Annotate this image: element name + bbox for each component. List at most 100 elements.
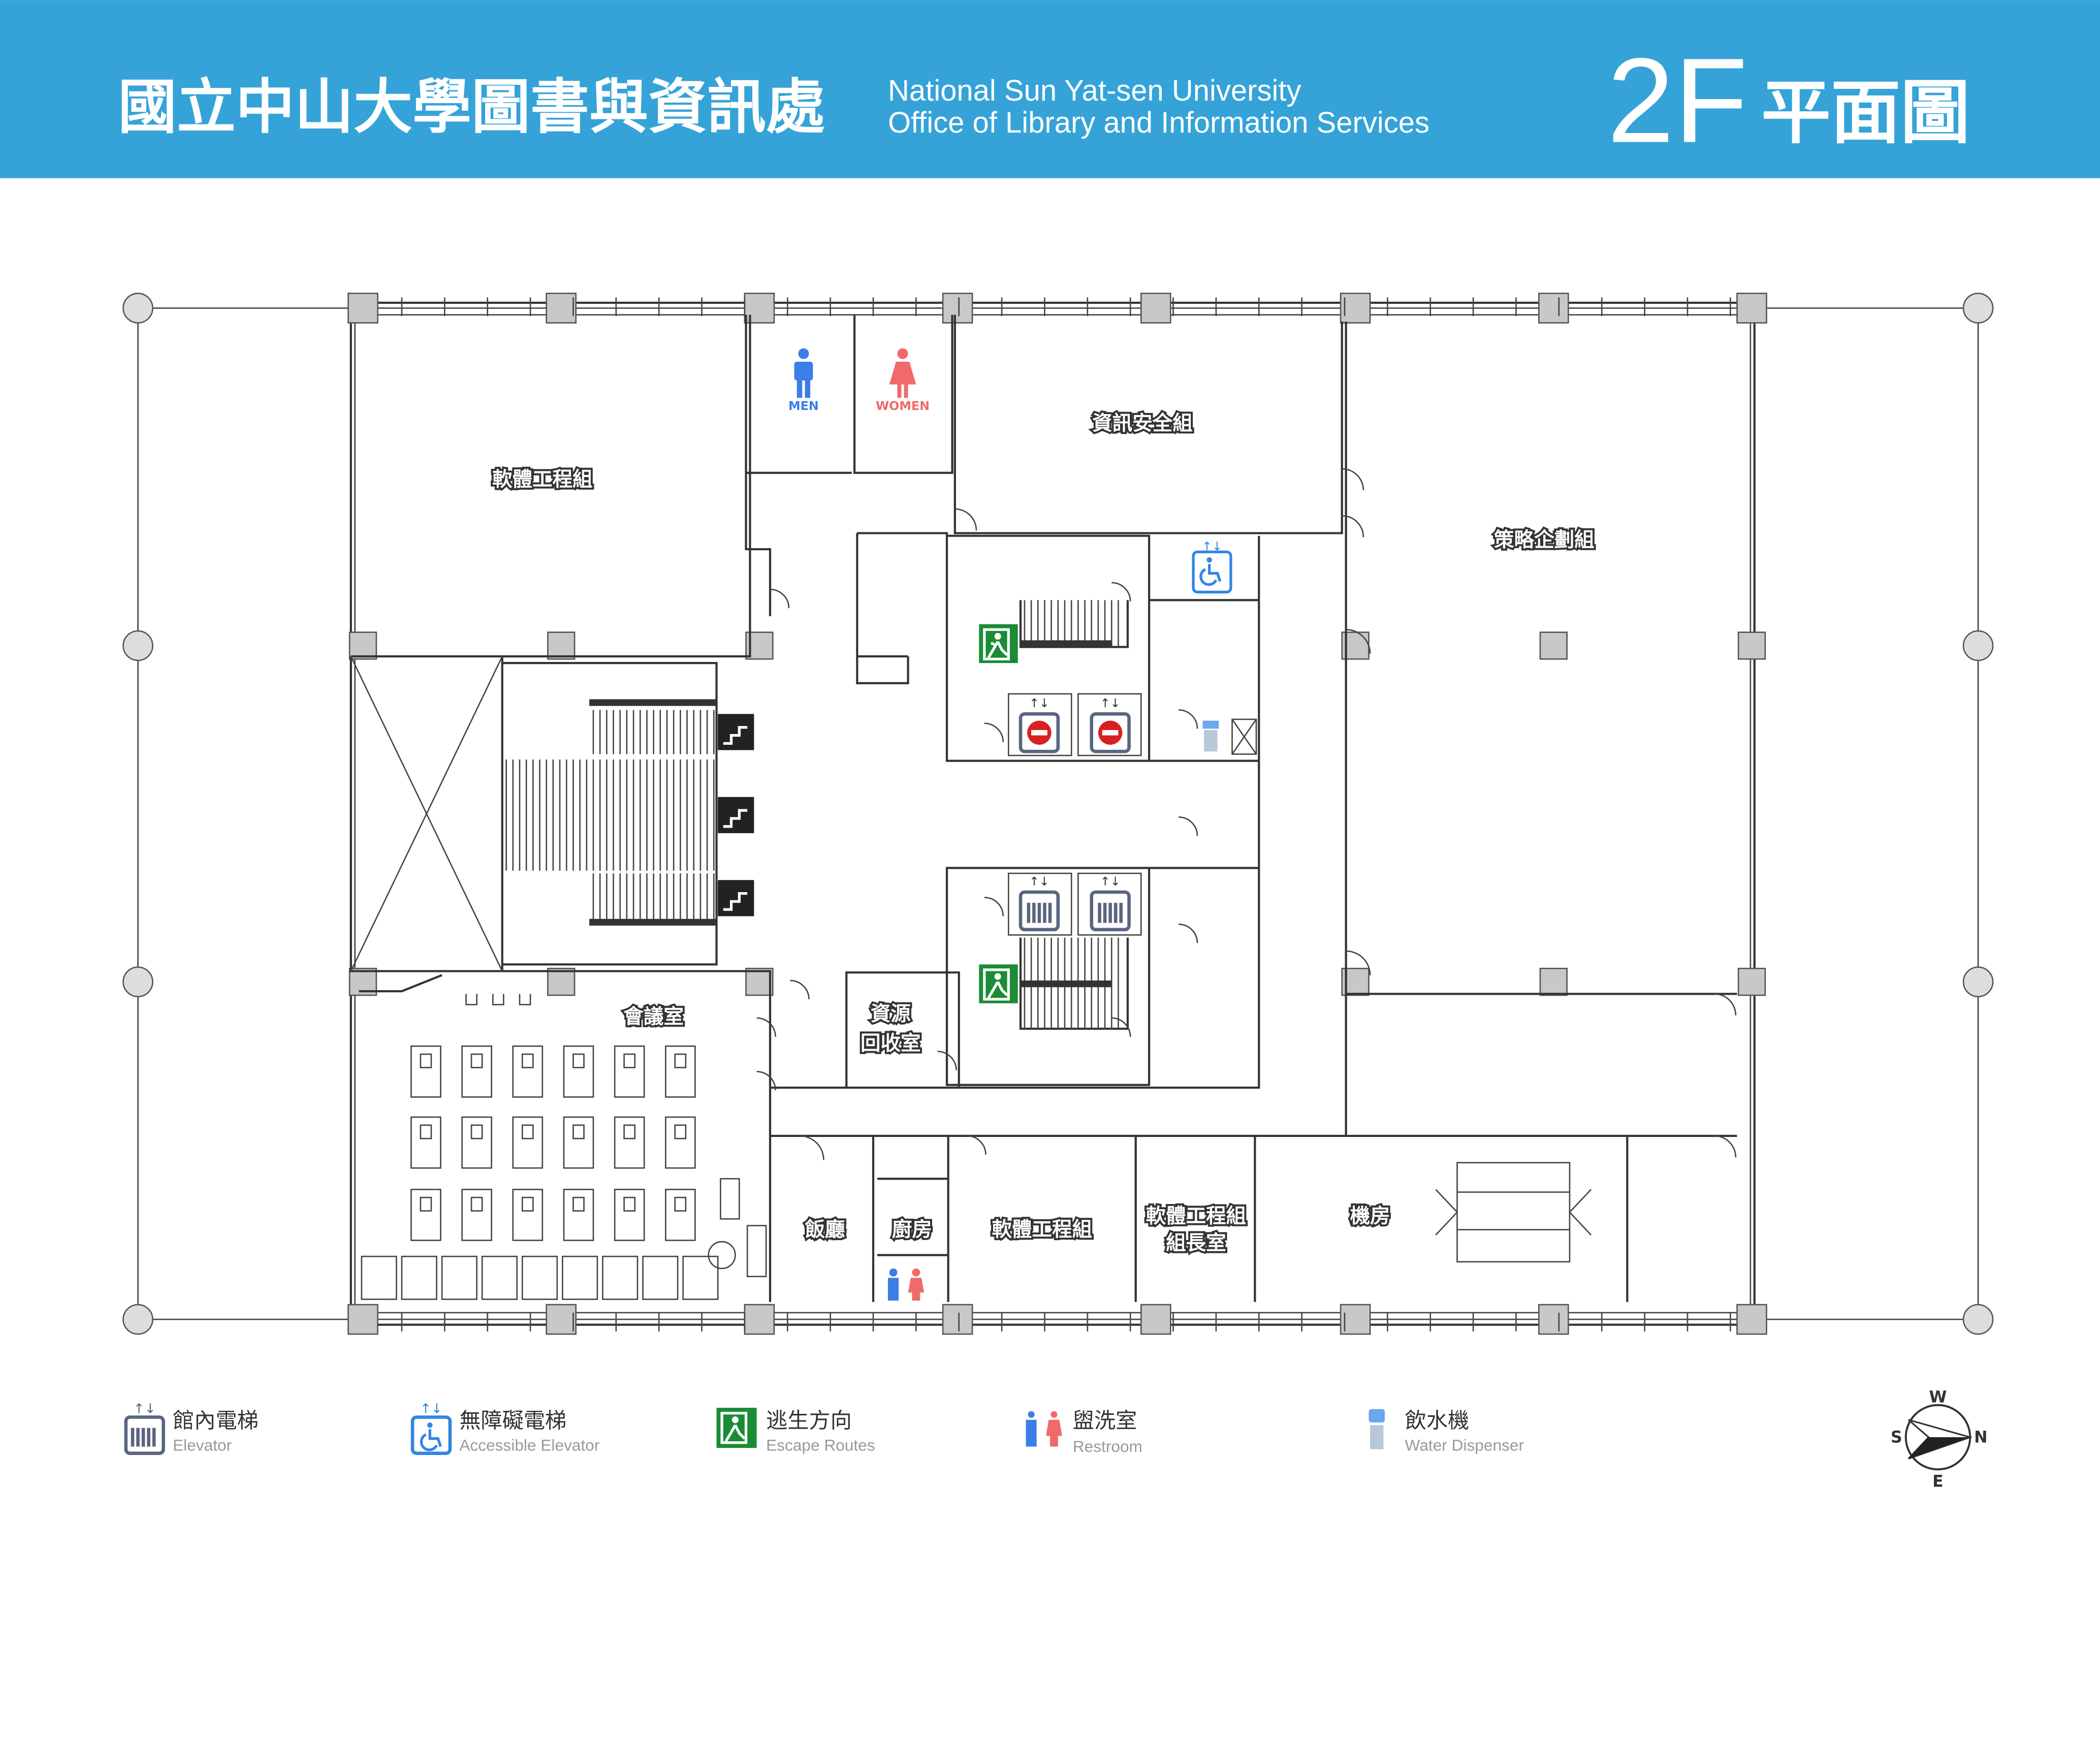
chair [674, 1053, 687, 1068]
chair [572, 1124, 585, 1140]
chair [420, 1124, 432, 1140]
column [745, 967, 774, 996]
desk [665, 1188, 696, 1241]
door-swing [756, 1017, 776, 1037]
compass: W S N E [1891, 1388, 1988, 1491]
door-swing [1111, 582, 1131, 602]
stairs-icon [718, 880, 754, 916]
column-round [122, 1304, 153, 1335]
column [1538, 293, 1569, 324]
door-swing [1714, 1135, 1737, 1158]
column [1737, 631, 1766, 660]
floor-plan-label: 平面圖 [1761, 73, 1970, 153]
chair [470, 1124, 483, 1140]
men-restroom-icon: MEN [788, 348, 819, 413]
room-kitchen: 廚房 [892, 1218, 932, 1242]
column [1140, 293, 1171, 324]
no-entry-bar [1031, 730, 1047, 736]
column-round [1962, 966, 1994, 997]
desk [461, 1116, 492, 1169]
legend-elevator: ↑↓ 館內電梯 Elevator [124, 1402, 259, 1455]
legend: ↑↓ 館內電梯 Elevator ↑↓ 無障礙電梯 Accessible Ele… [124, 1402, 1524, 1456]
restroom-icon [887, 1268, 925, 1301]
column [1539, 967, 1568, 996]
desk [410, 1116, 441, 1169]
room-software-engineering-2: 軟體工程組 [992, 1218, 1092, 1242]
desk [614, 1116, 645, 1169]
door-swing [1179, 816, 1198, 836]
round-table [708, 1241, 736, 1270]
svg-text:↑↓: ↑↓ [134, 1402, 156, 1417]
desk [563, 1116, 594, 1169]
column [547, 967, 576, 996]
column [546, 1304, 577, 1335]
compass-n: N [1974, 1429, 1987, 1447]
desk [512, 1116, 544, 1169]
room-walls [349, 314, 1737, 1302]
desk [642, 1255, 679, 1300]
chair [470, 1196, 483, 1212]
room-recycle-1: 資源 [871, 1002, 911, 1026]
door-swing [937, 1051, 957, 1070]
desk [665, 1116, 696, 1169]
legend-sublabel: Water Dispenser [1405, 1436, 1524, 1454]
desk [410, 1045, 441, 1098]
elevator-icon: ↑↓ [1019, 874, 1060, 932]
column [1340, 293, 1371, 324]
header-title-en-1: National Sun Yat-sen University [888, 74, 1301, 107]
room-meeting: 會議室 [623, 1005, 684, 1028]
legend-label: 飲水機 [1405, 1408, 1470, 1433]
desk [512, 1188, 544, 1241]
desk [614, 1188, 645, 1241]
room-strategy-planning: 策略企劃組 [1494, 528, 1595, 552]
column [1737, 967, 1766, 996]
column-round [122, 293, 153, 324]
desk [401, 1255, 437, 1300]
desk [563, 1188, 594, 1241]
door-swing [1346, 950, 1371, 975]
desk [441, 1255, 478, 1300]
elevator-icon: ↑↓ [1090, 874, 1131, 932]
door-swing [799, 1135, 824, 1160]
legend-label: 逃生方向 [766, 1408, 852, 1433]
no-entry-elevator-icon: ↑↓ [1019, 696, 1060, 753]
legend-sublabel: Restroom [1073, 1437, 1142, 1456]
desk [512, 1045, 544, 1098]
compass-s: S [1891, 1429, 1902, 1447]
chair [572, 1053, 585, 1068]
chair [521, 1196, 534, 1212]
desk [682, 1255, 719, 1300]
legend-escape-route: 逃生方向 Escape Routes [716, 1408, 875, 1454]
chair [521, 1124, 534, 1140]
room-leader-1: 軟體工程組 [1146, 1205, 1247, 1228]
door-swing [967, 1135, 987, 1155]
column [347, 1304, 378, 1335]
desk [461, 1188, 492, 1241]
desk [602, 1255, 639, 1300]
chair [420, 1053, 432, 1068]
legend-sublabel: Escape Routes [766, 1436, 875, 1454]
meeting-room-desks [361, 994, 767, 1300]
women-restroom-icon: WOMEN [876, 348, 930, 413]
door-swing [1714, 993, 1737, 1016]
floor-number: 2F [1607, 34, 1748, 168]
shelf [465, 994, 531, 1005]
desk [481, 1255, 518, 1300]
column [348, 631, 377, 660]
legend-sublabel: Accessible Elevator [459, 1436, 599, 1454]
legend-accessible-elevator: ↑↓ 無障礙電梯 Accessible Elevator [410, 1402, 599, 1455]
door-swing [756, 1070, 776, 1091]
legend-water-dispenser: 飲水機 Water Dispenser [1369, 1408, 1524, 1454]
legend-sublabel: Elevator [173, 1436, 232, 1454]
column [744, 1304, 775, 1335]
desk [410, 1188, 441, 1241]
room-recycle-2: 回收室 [861, 1032, 921, 1055]
header-title-zh: 國立中山大學圖書與資訊處 [118, 73, 825, 142]
door-swing [1342, 468, 1364, 491]
header-title-en-2: Office of Library and Information Servic… [888, 106, 1429, 139]
door-swing [984, 897, 1004, 916]
column-round [122, 966, 153, 997]
svg-text:↑↓: ↑↓ [420, 1402, 442, 1417]
door-swing [790, 979, 810, 999]
header-banner: 國立中山大學圖書與資訊處 National Sun Yat-sen Univer… [0, 0, 2100, 178]
